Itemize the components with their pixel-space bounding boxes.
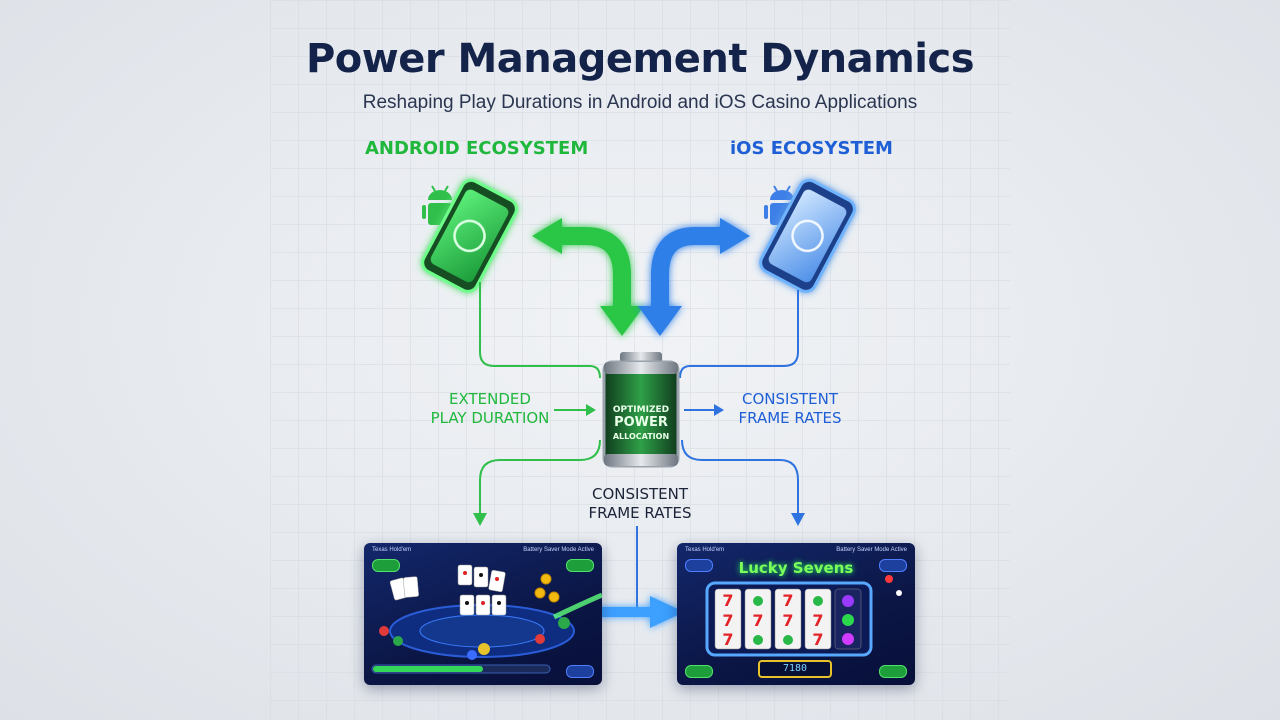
ios-power-arrow [638, 218, 750, 336]
battery-label-line3: ALLOCATION [613, 432, 669, 441]
svg-text:7: 7 [782, 591, 793, 610]
slots-pill-right[interactable] [879, 559, 907, 572]
svg-text:7: 7 [752, 611, 763, 630]
svg-text:7: 7 [782, 611, 793, 630]
slots-bottom-left-button[interactable] [685, 665, 713, 678]
poker-connector [473, 439, 601, 526]
frame-rates-label-right: CONSISTENT FRAME RATES [720, 390, 860, 428]
frame-rates-center-line1: CONSISTENT [592, 485, 688, 503]
slots-game-panel: Texas Hold'em Battery Saver Mode Active … [677, 543, 915, 685]
ios-connector [679, 290, 799, 379]
svg-text:7: 7 [812, 611, 823, 630]
playing-cards-icon [371, 564, 602, 674]
left-label-arrow [554, 404, 596, 416]
extended-play-label: EXTENDED PLAY DURATION [405, 390, 575, 428]
android-power-arrow [532, 218, 644, 336]
android-ecosystem-title: ANDROID ECOSYSTEM [365, 138, 589, 159]
android-phone-icon [421, 178, 518, 293]
frame-rates-label-center: CONSISTENT FRAME RATES [560, 485, 720, 523]
battery-label-line1: OPTIMIZED [613, 405, 669, 415]
slots-battery-status: Battery Saver Mode Active [836, 547, 907, 553]
frame-rates-center-line2: FRAME RATES [588, 504, 692, 522]
slots-connector [681, 439, 805, 526]
android-connector [479, 282, 601, 379]
poker-game-panel: Texas Hold'em Battery Saver Mode Active [364, 543, 602, 685]
slots-bottom-right-button[interactable] [879, 665, 907, 678]
frame-rates-right-line1: CONSISTENT [742, 390, 838, 408]
slots-pill-left[interactable] [685, 559, 713, 572]
slots-credit-display: 7180 [782, 663, 808, 674]
slot-reels-icon: 777 777 77 [705, 575, 902, 678]
frame-rates-right-line2: FRAME RATES [738, 409, 842, 427]
extended-play-line1: EXTENDED [449, 390, 531, 408]
svg-text:7: 7 [722, 630, 733, 649]
poker-battery-status: Battery Saver Mode Active [523, 547, 594, 553]
page-subtitle: Reshaping Play Durations in Android and … [362, 92, 918, 113]
svg-text:7: 7 [722, 591, 733, 610]
poker-pill-right[interactable] [566, 559, 594, 572]
right-label-arrow [684, 404, 724, 416]
poker-game-name: Texas Hold'em [372, 547, 412, 553]
extended-play-line2: PLAY DURATION [430, 409, 550, 427]
poker-bottom-button[interactable] [566, 665, 594, 678]
page-title: Power Management Dynamics [305, 36, 975, 82]
battery-icon: OPTIMIZED POWER ALLOCATION [602, 352, 680, 468]
svg-text:7: 7 [812, 630, 823, 649]
poker-pill-left[interactable] [372, 559, 400, 572]
ios-phone-icon [759, 178, 856, 293]
slots-title: Lucky Sevens [738, 559, 854, 577]
ios-ecosystem-title: iOS ECOSYSTEM [730, 138, 893, 159]
svg-text:7: 7 [722, 611, 733, 630]
battery-label-line2: POWER [614, 415, 668, 430]
slots-game-name: Texas Hold'em [685, 547, 725, 553]
